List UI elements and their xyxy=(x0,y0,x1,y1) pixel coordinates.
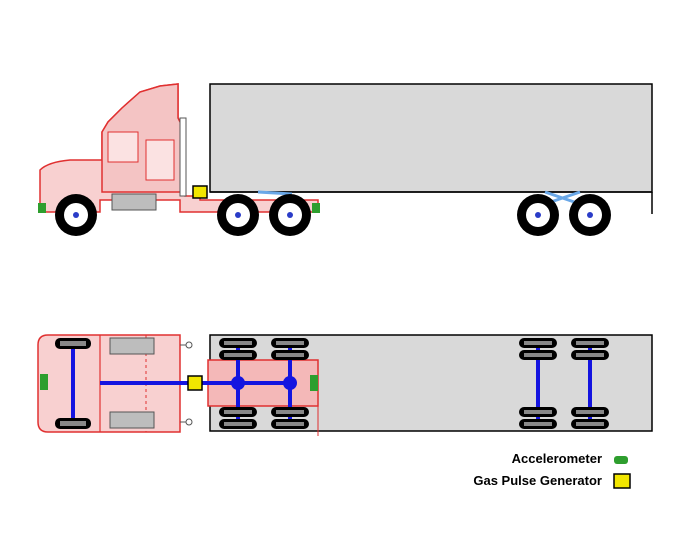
dual-tire-top xyxy=(219,407,257,429)
dual-tire-top xyxy=(571,338,609,360)
wheel xyxy=(569,194,611,236)
gas-pulse-generator-side xyxy=(192,185,208,199)
accelerometer-top-front xyxy=(40,374,48,390)
top-view xyxy=(37,334,653,436)
mirror-marker xyxy=(180,341,193,426)
tire-top xyxy=(55,338,91,349)
wheel xyxy=(217,194,259,236)
legend xyxy=(613,456,631,489)
cab-window-door xyxy=(145,139,175,181)
dual-tire-top xyxy=(219,338,257,360)
accelerometer-icon xyxy=(614,456,628,464)
fuel-tank-side xyxy=(111,193,157,211)
differential xyxy=(231,376,245,390)
wheel xyxy=(55,194,97,236)
legend-label-gas-pulse-generator: Gas Pulse Generator xyxy=(473,473,602,488)
legend-label-accelerometer: Accelerometer xyxy=(511,451,602,466)
dual-tire-top xyxy=(519,338,557,360)
fuel-tank-top xyxy=(109,411,155,429)
dual-tire-top xyxy=(571,407,609,429)
wheel xyxy=(517,194,559,236)
dual-tire-top xyxy=(519,407,557,429)
accelerometer-side-front xyxy=(38,203,46,213)
accelerometer-top-rear xyxy=(310,375,318,391)
exhaust-stack xyxy=(179,117,187,197)
dual-tire-top xyxy=(271,338,309,360)
fuel-tank-top xyxy=(109,337,155,355)
accelerometer-side-rear xyxy=(312,203,320,213)
differential xyxy=(283,376,297,390)
gas-pulse-generator-icon xyxy=(613,473,631,489)
gas-pulse-generator-top xyxy=(187,375,203,391)
wheel xyxy=(269,194,311,236)
tire-top xyxy=(55,418,91,429)
dual-tire-top xyxy=(271,407,309,429)
cab-window-front xyxy=(107,131,139,163)
trailer-side-body xyxy=(209,83,653,193)
side-view xyxy=(38,83,653,236)
